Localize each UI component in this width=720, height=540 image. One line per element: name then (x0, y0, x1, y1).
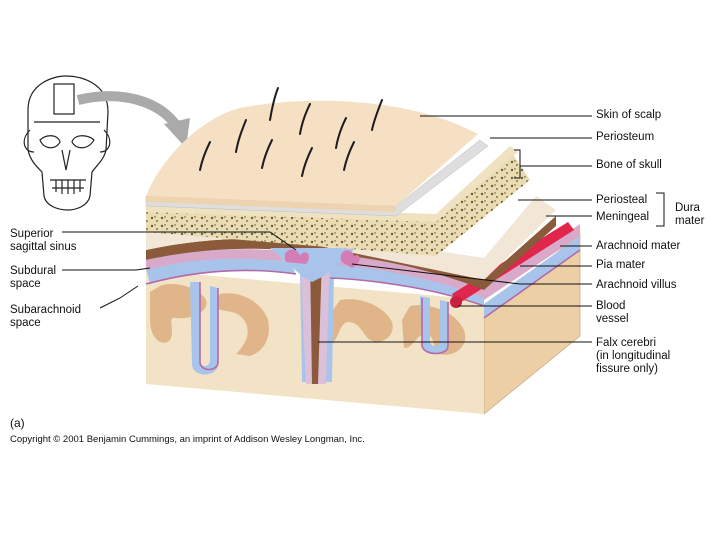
skull-inset-icon (23, 75, 111, 211)
scalp-top (146, 100, 478, 206)
label-arachnoid-villus: Arachnoid villus (596, 279, 677, 291)
label-blood-vessel: Blood vessel (596, 300, 629, 325)
arachnoid-mater-layer (146, 224, 580, 300)
label-superior-sagittal-sinus: Superior sagittal sinus (10, 228, 77, 253)
curved-arrow-icon (76, 91, 190, 148)
label-falx-cerebri: Falx cerebri (in longitudinal fissure on… (596, 337, 671, 375)
figure-letter: (a) (10, 416, 25, 430)
leader-lines (62, 115, 665, 343)
label-bone-of-skull: Bone of skull (596, 159, 662, 171)
label-meningeal: Meningeal (596, 211, 650, 223)
label-periosteum: Periosteum (596, 131, 655, 143)
label-subarachnoid-space: Subarachnoid space (10, 304, 81, 329)
label-dura-mater: Dura mater (675, 202, 705, 227)
label-pia-mater: Pia mater (596, 259, 646, 271)
label-subdural-space: Subdural space (10, 265, 57, 290)
scalp-front (146, 196, 396, 212)
label-skin-of-scalp: Skin of scalp (596, 109, 662, 121)
label-arachnoid-mater: Arachnoid mater (596, 240, 681, 252)
arachnoid-villi (284, 249, 360, 268)
copyright-notice: Copyright © 2001 Benjamin Cummings, an i… (10, 434, 365, 445)
hair-strands (199, 87, 383, 177)
bone-of-skull-side (436, 150, 530, 256)
label-periosteal: Periosteal (596, 194, 648, 206)
falx-cerebri (300, 250, 330, 384)
